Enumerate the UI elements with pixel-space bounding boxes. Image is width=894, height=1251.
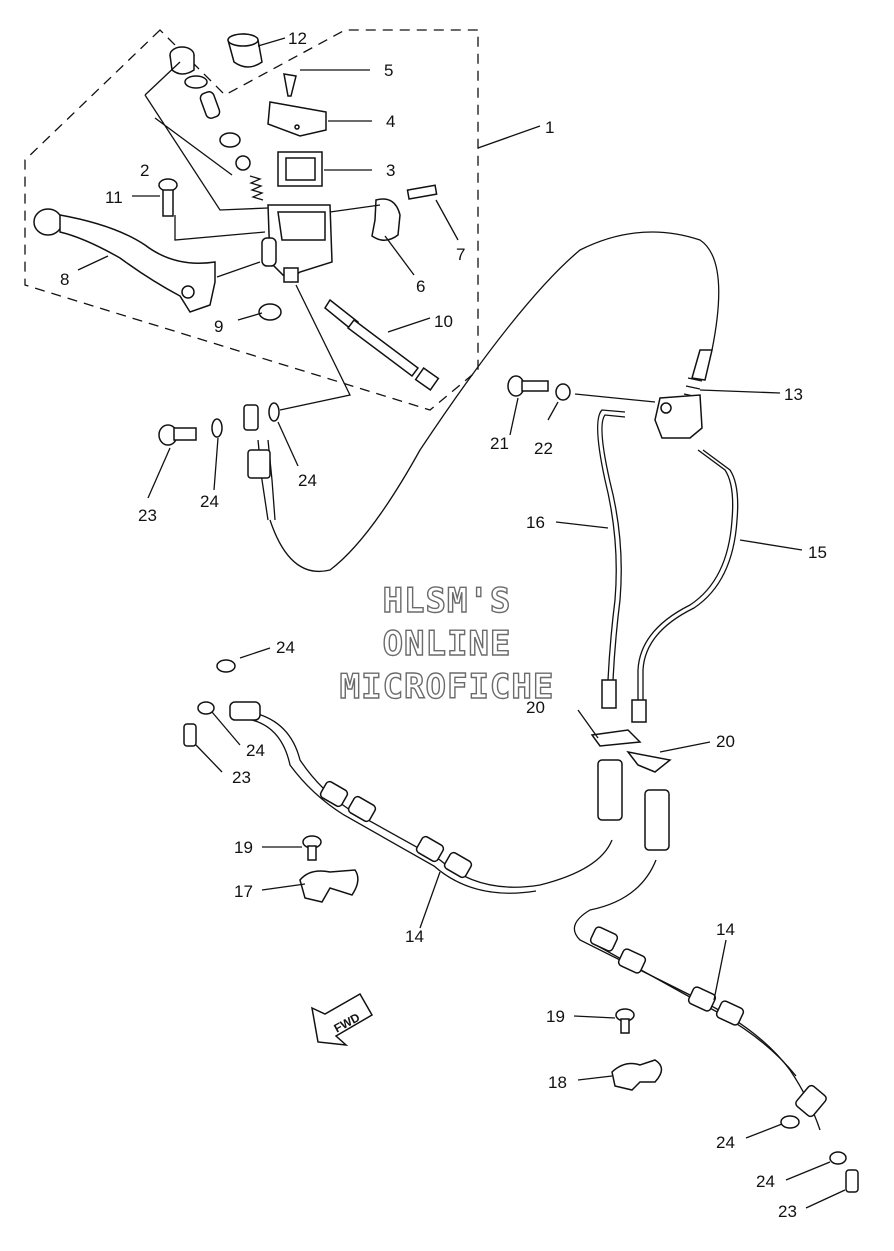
master-cylinder-body: [261, 204, 333, 283]
callout-21: 21: [490, 434, 509, 453]
callout-12: 12: [288, 29, 307, 48]
circlip-part: [184, 75, 208, 89]
washer-24e-part: [780, 1115, 800, 1129]
boot-part: [227, 33, 263, 68]
brake-pipe-16: [597, 409, 626, 681]
bolt-19a-part: [302, 835, 322, 861]
washer-24d-part: [197, 701, 215, 715]
callout-7: 7: [456, 245, 465, 264]
callout-22: 22: [534, 439, 553, 458]
lever-nut-part: [258, 303, 282, 321]
watermark: HLSM'S ONLINE MICROFICHE: [339, 580, 555, 707]
washer-24b-part: [268, 402, 280, 422]
reservoir-cap-part: [267, 101, 327, 137]
clamp-bolt-part: [406, 184, 438, 200]
diaphragm-part: [277, 151, 323, 187]
brake-hose-right: [573, 789, 827, 1131]
callout-18: 18: [548, 1073, 567, 1092]
cap-screw-part: [283, 73, 297, 97]
callout-19-left: 19: [234, 838, 253, 857]
washer-24a-part: [211, 418, 223, 438]
bolt-19b-part: [615, 1008, 635, 1034]
callout-10: 10: [434, 312, 453, 331]
union-bolt-23c-part: [845, 1169, 859, 1193]
washer-22-part: [555, 383, 571, 401]
callout-13: 13: [784, 385, 803, 404]
holder-clamp-part: [371, 198, 401, 241]
callout-24-e: 24: [716, 1133, 735, 1152]
master-cylinder-group: [33, 33, 440, 391]
assembly-boundary: [24, 29, 479, 411]
watermark-line-2: ONLINE: [383, 624, 512, 664]
three-way-joint-part: [654, 394, 703, 439]
spring-part: [249, 175, 264, 201]
banjo-bolt-21-part: [507, 375, 549, 397]
callout-15: 15: [808, 543, 827, 562]
callout-19-right: 19: [546, 1007, 565, 1026]
callout-16: 16: [526, 513, 545, 532]
leader-2-bracket: [144, 61, 269, 211]
piston-part: [199, 91, 221, 119]
callout-3: 3: [386, 161, 395, 180]
brake-lever-part: [33, 208, 216, 313]
callout-24-b: 24: [298, 471, 317, 490]
washer-24c-part: [216, 659, 236, 673]
leader-lines: [77, 37, 846, 1209]
callout-1: 1: [545, 118, 554, 137]
cylinder-cap-part: [169, 46, 195, 75]
pivot-bolt-part: [158, 178, 178, 217]
callout-24-d: 24: [246, 741, 265, 760]
pipe-clamp-20-part: [590, 679, 672, 773]
washer-24f-part: [829, 1151, 847, 1165]
cup-seal-part: [235, 155, 251, 171]
hose-guide-18-part: [611, 1059, 663, 1091]
callout-20-left: 20: [526, 698, 545, 717]
union-bolt-23b-part: [183, 723, 197, 747]
brake-hose-upper: [243, 231, 720, 572]
watermark-line-1: HLSM'S: [383, 581, 512, 621]
callout-23-top: 23: [138, 506, 157, 525]
callout-6: 6: [416, 277, 425, 296]
callout-labels: 1 2 3 4 5 6 7 8 9 10 11 12 13 14 14 15 1…: [60, 29, 827, 1221]
brake-hose-left: [229, 701, 623, 894]
callout-4: 4: [386, 112, 395, 131]
callout-8: 8: [60, 270, 69, 289]
callout-20-right: 20: [716, 732, 735, 751]
hose-guide-17-part: [299, 869, 359, 903]
cup-part: [219, 132, 241, 148]
callout-24-f: 24: [756, 1172, 775, 1191]
callout-23-bottom: 23: [778, 1202, 797, 1221]
callout-9: 9: [214, 317, 223, 336]
callout-14-left: 14: [405, 927, 424, 946]
forward-arrow-icon: FWD: [311, 992, 374, 1046]
callout-17: 17: [234, 882, 253, 901]
callout-14-right: 14: [716, 920, 735, 939]
callout-2: 2: [140, 161, 149, 180]
callout-23-mid: 23: [232, 768, 251, 787]
callout-11: 11: [105, 188, 123, 207]
brake-switch-part: [324, 298, 440, 391]
watermark-line-3: MICROFICHE: [340, 667, 555, 707]
callout-24-c: 24: [276, 638, 295, 657]
callout-5: 5: [384, 61, 393, 80]
union-bolt-23a-part: [158, 424, 197, 446]
callout-24-a: 24: [200, 492, 219, 511]
brake-pipe-15: [637, 449, 739, 700]
